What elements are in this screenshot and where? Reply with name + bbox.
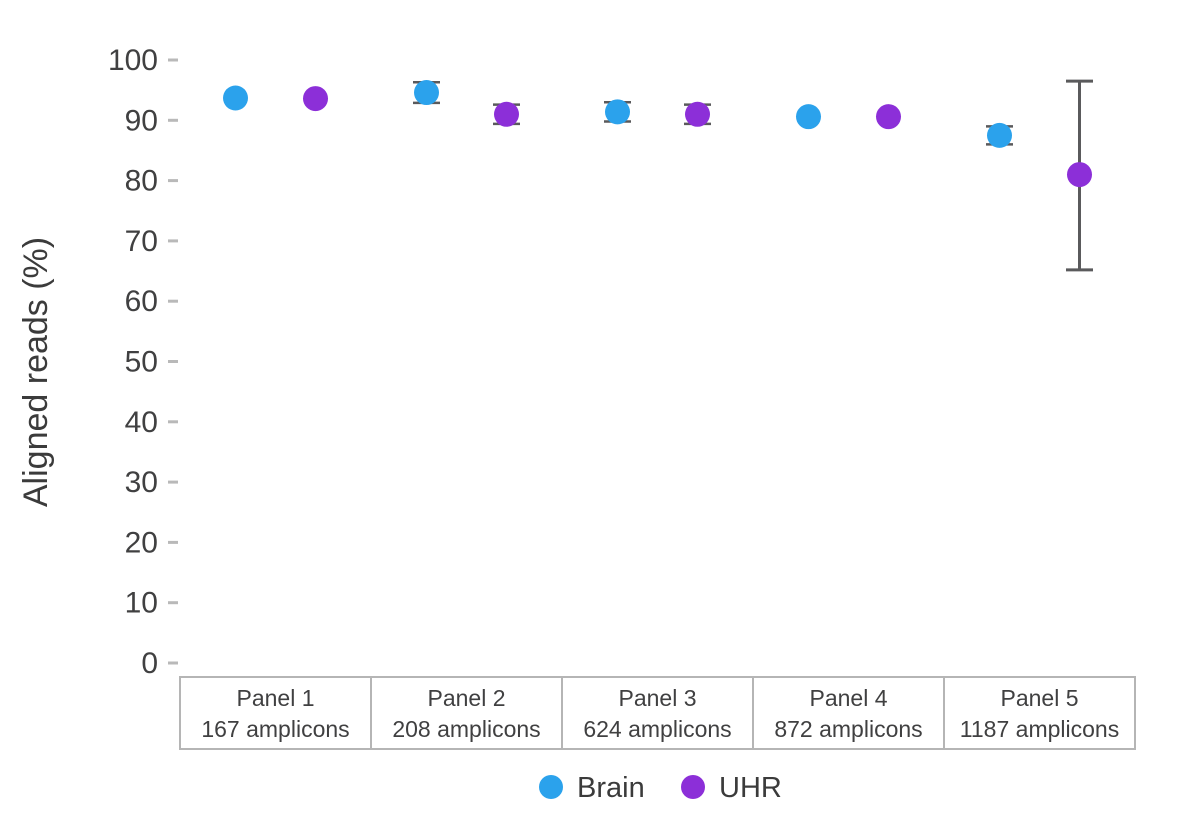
panel-box-border — [179, 676, 1136, 750]
panel-sublabel: 1187 amplicons — [960, 716, 1119, 742]
data-point-brain-panel-4 — [796, 104, 821, 130]
y-axis-tick-label: 40 — [125, 406, 158, 439]
legend-label-uhr: UHR — [719, 772, 782, 804]
chart-legend: Brain UHR — [539, 772, 782, 804]
y-axis-label: Aligned reads (%) — [17, 237, 55, 507]
x-axis-panel-box: Panel 1 167 amplicons Panel 2 208 amplicons… — [179, 676, 1136, 750]
panel-label: Panel 4 — [809, 685, 887, 711]
data-point-uhr-panel-4 — [876, 104, 901, 130]
legend-label-brain: Brain — [577, 772, 645, 804]
legend-dot-uhr — [681, 775, 705, 799]
legend-dot-brain — [539, 775, 563, 799]
data-point-uhr-panel-5 — [1067, 162, 1092, 188]
data-point-uhr-panel-1 — [303, 86, 328, 112]
panel-sublabel: 208 amplicons — [392, 716, 540, 742]
y-axis-tick-label: 60 — [125, 285, 158, 318]
y-axis-tick-label: 50 — [125, 346, 158, 379]
panel-label: Panel 1 — [236, 685, 314, 711]
y-axis-tick-label: 30 — [125, 466, 158, 499]
data-point-brain-panel-5 — [987, 122, 1012, 148]
y-axis-ticks: 0 10 20 30 40 50 60 70 80 90 100 — [108, 44, 178, 680]
panel-label: Panel 2 — [427, 685, 505, 711]
y-axis-tick-label: 10 — [125, 587, 158, 620]
panel-sublabel: 872 amplicons — [774, 716, 922, 742]
y-axis-tick-label: 70 — [125, 225, 158, 258]
data-point-uhr-panel-3 — [685, 101, 710, 127]
y-axis-tick-label: 0 — [141, 647, 158, 680]
panel-sublabel: 624 amplicons — [583, 716, 731, 742]
data-point-uhr-panel-2 — [494, 101, 519, 127]
y-axis-tick-label: 20 — [125, 526, 158, 559]
y-axis-tick-label: 100 — [108, 44, 158, 77]
panel-label: Panel 3 — [618, 685, 696, 711]
data-point-brain-panel-2 — [414, 80, 439, 106]
y-axis-tick-label: 80 — [125, 165, 158, 198]
y-axis-tick-label: 90 — [125, 104, 158, 137]
data-point-brain-panel-1 — [223, 85, 248, 111]
panel-sublabel: 167 amplicons — [201, 716, 349, 742]
panel-label: Panel 5 — [1000, 685, 1078, 711]
data-points — [223, 80, 1092, 188]
data-point-brain-panel-3 — [605, 99, 630, 125]
